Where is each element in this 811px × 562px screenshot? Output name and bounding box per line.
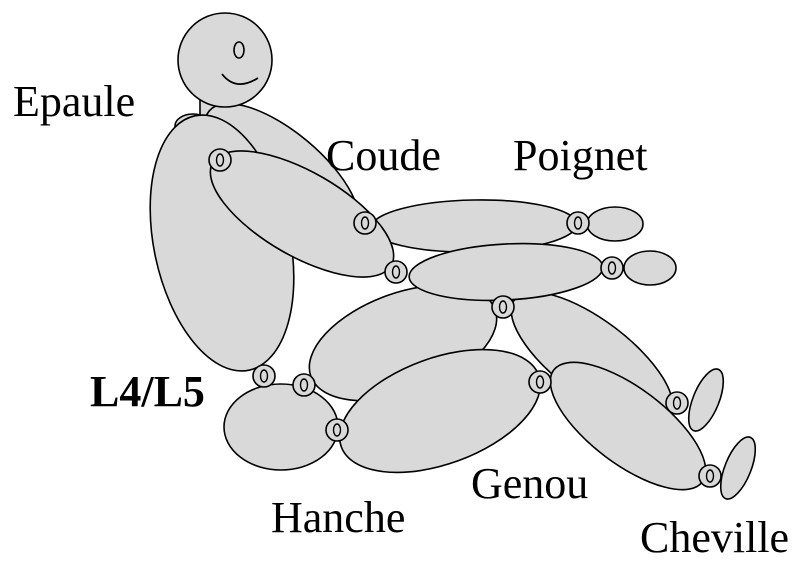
label-coude: Coude bbox=[326, 131, 441, 180]
label-poignet: Poignet bbox=[513, 131, 648, 180]
joint-knee-back bbox=[491, 295, 515, 319]
label-genou: Genou bbox=[471, 459, 589, 508]
head bbox=[177, 12, 273, 108]
label-hanche: Hanche bbox=[271, 493, 406, 542]
label-cheville: Cheville bbox=[640, 513, 790, 562]
hand-front bbox=[623, 250, 677, 286]
joint-ankle-front bbox=[698, 464, 722, 488]
label-epaule: Epaule bbox=[13, 77, 136, 126]
joint-elbow-back bbox=[353, 211, 377, 235]
head-smile bbox=[221, 73, 259, 85]
joint-l4l5 bbox=[252, 364, 276, 388]
joint-wrist-back bbox=[566, 211, 590, 235]
joint-hip-back bbox=[292, 373, 316, 397]
joint-wrist-front bbox=[600, 256, 624, 280]
label-l4l5: L4/L5 bbox=[90, 367, 205, 416]
foot-back bbox=[687, 368, 725, 432]
foot-front bbox=[719, 436, 757, 500]
pelvis-segment bbox=[223, 383, 339, 471]
head-eye bbox=[233, 41, 245, 59]
joint-shoulder bbox=[208, 148, 232, 172]
hand-back bbox=[586, 206, 644, 242]
joint-knee-front bbox=[528, 370, 552, 394]
joint-ankle-back bbox=[665, 391, 689, 415]
joint-hip-front bbox=[325, 418, 349, 442]
joint-elbow-front bbox=[384, 260, 408, 284]
